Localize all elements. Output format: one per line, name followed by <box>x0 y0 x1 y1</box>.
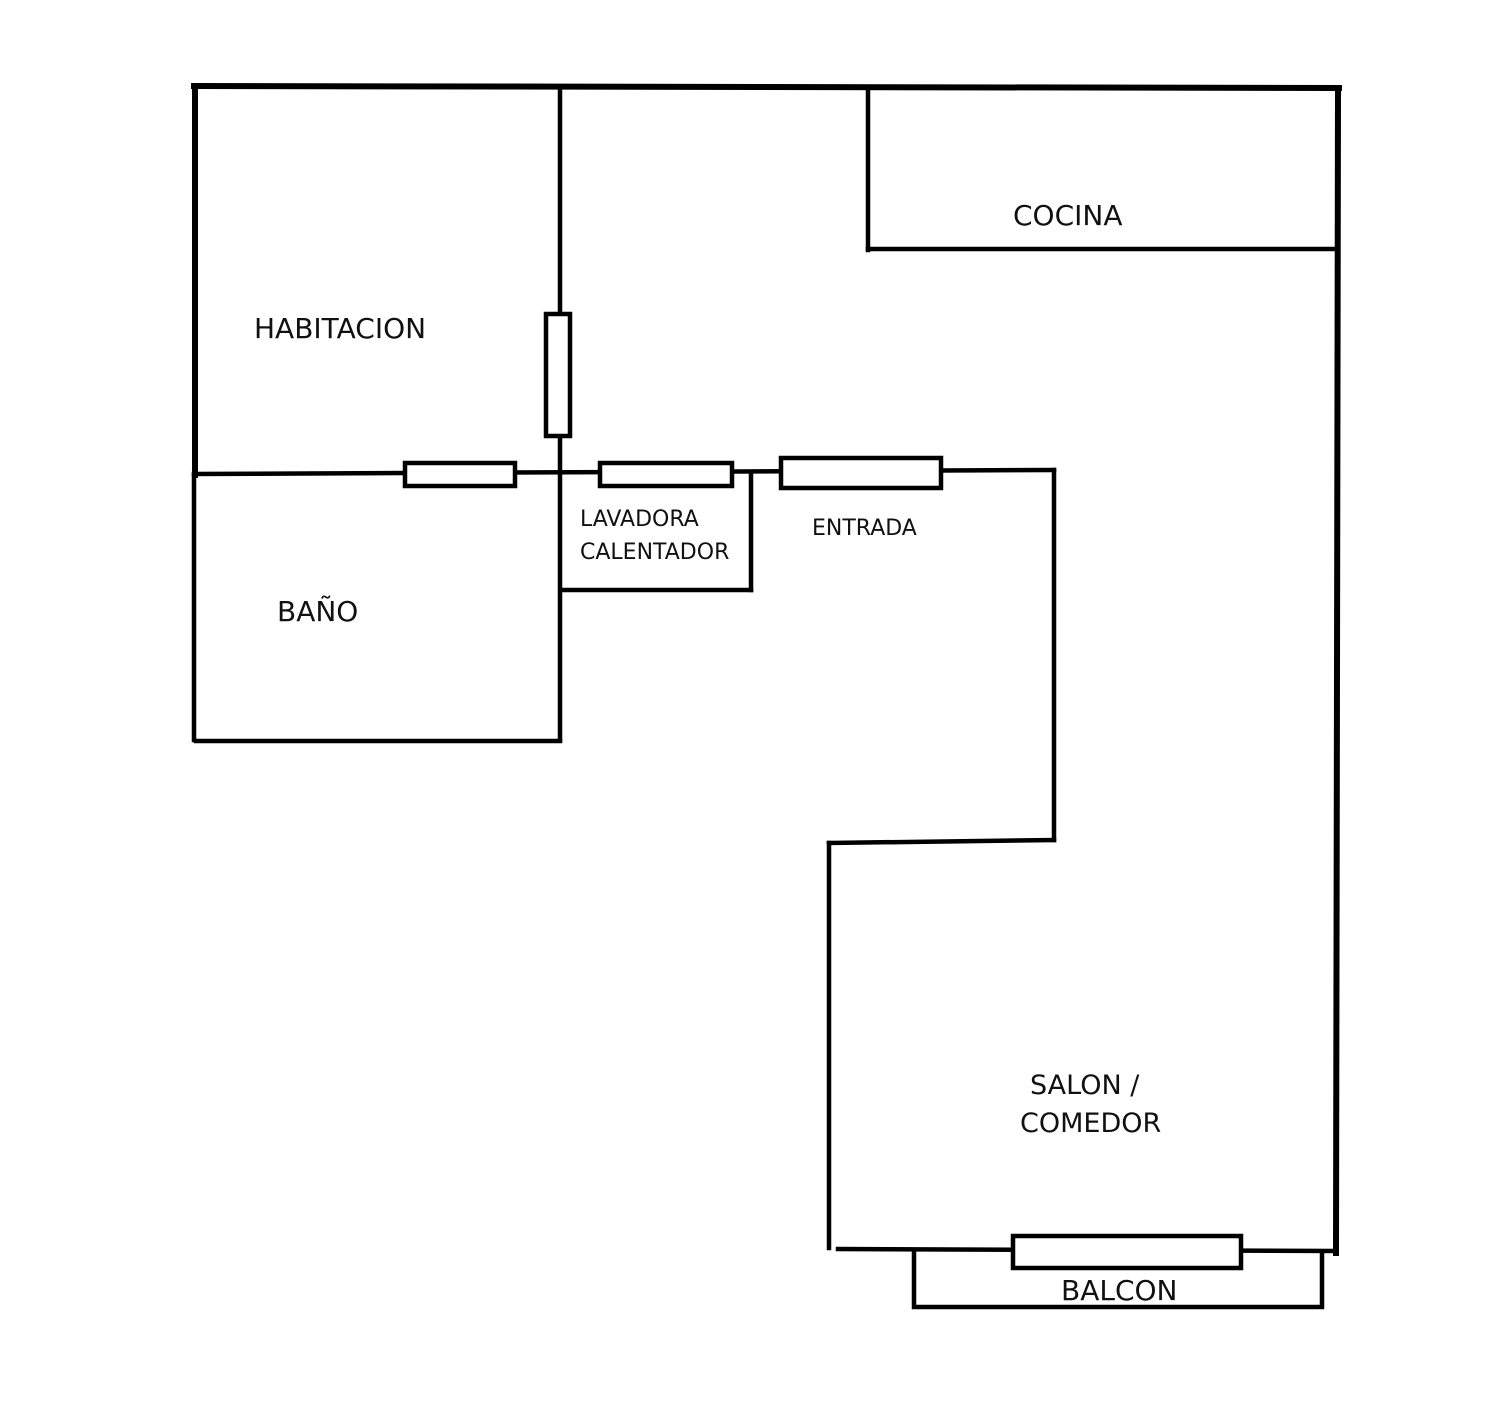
wall-balcon <box>911 1247 1325 1310</box>
door-balcon <box>1010 1233 1244 1271</box>
label-cocina: COCINA <box>1013 199 1123 232</box>
walls <box>190 82 1343 1310</box>
label-balcon: BALCON <box>1061 1274 1178 1307</box>
label-entrada: ENTRADA <box>812 516 917 541</box>
wall-top <box>190 82 1343 92</box>
door-lavadora <box>597 460 735 489</box>
label-bano: BAÑO <box>277 595 358 628</box>
label-habitacion: HABITACION <box>254 312 426 345</box>
doors <box>402 311 1244 1271</box>
door-bano <box>402 460 518 489</box>
label-salon: SALON / <box>1030 1070 1140 1101</box>
label-comedor: COMEDOR <box>1020 1108 1161 1139</box>
door-habitacion <box>543 311 573 439</box>
label-calentador: CALENTADOR <box>580 540 729 565</box>
wall-hall-step <box>826 837 1057 846</box>
room-labels: HABITACION COCINA BAÑO LAVADORA CALENTAD… <box>254 199 1178 1307</box>
door-entrada <box>778 455 944 491</box>
label-lavadora: LAVADORA <box>580 507 699 532</box>
wall-right <box>1332 84 1342 1257</box>
